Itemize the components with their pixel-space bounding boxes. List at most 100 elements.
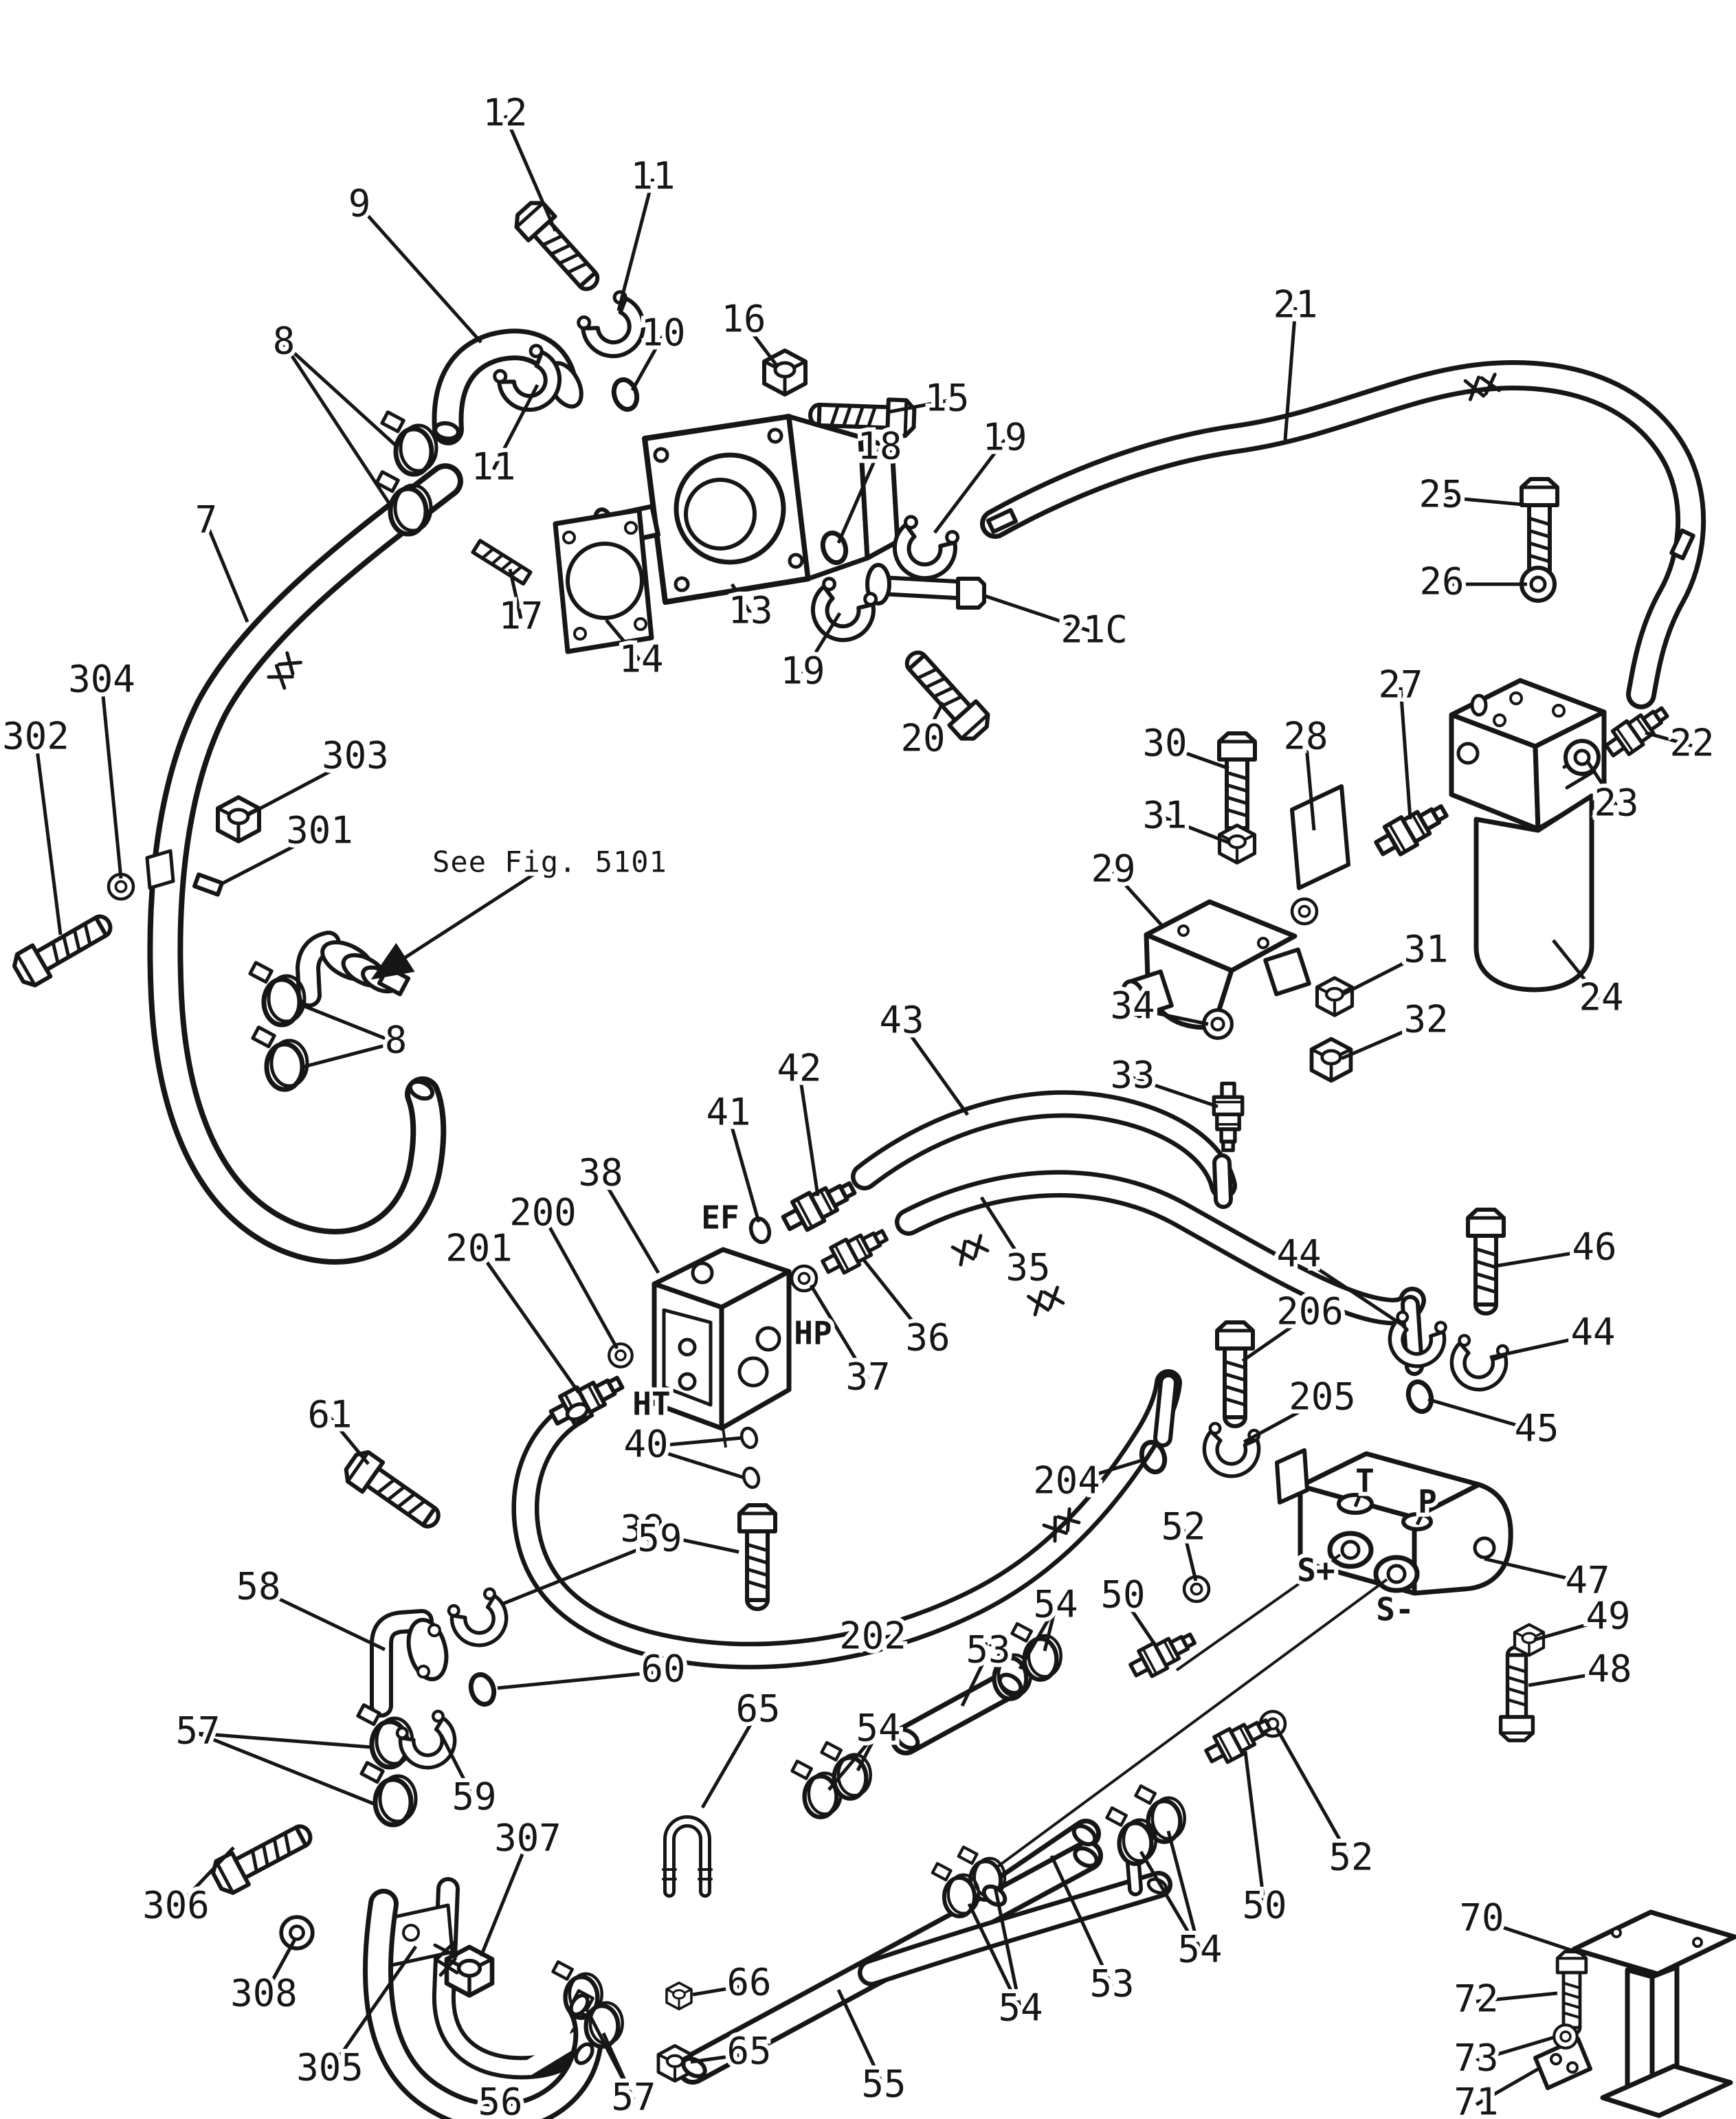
leader-line xyxy=(862,1258,929,1342)
part-label: 56 xyxy=(478,2081,522,2119)
leader-line xyxy=(967,1902,1023,2012)
part-clamp xyxy=(361,1763,416,1825)
callout-13: 13 xyxy=(724,583,777,636)
callout-53: 53 xyxy=(1049,1854,1139,2010)
part-label: 304 xyxy=(68,658,135,701)
part-label: 23 xyxy=(1594,781,1638,825)
part-label: 30 xyxy=(1142,722,1187,765)
callout-59: 59 xyxy=(501,1513,687,1606)
leader-line xyxy=(503,115,557,232)
part-oring xyxy=(748,1216,772,1244)
leader-line xyxy=(1475,2065,1542,2107)
callout-30: 30 xyxy=(1138,718,1229,770)
leader-line xyxy=(1399,687,1412,820)
callout-304: 304 xyxy=(64,654,140,879)
port-label: HP xyxy=(794,1315,832,1352)
part-fitting xyxy=(1126,1626,1199,1683)
callout-29: 29 xyxy=(1087,843,1164,928)
part-ubolt xyxy=(663,1821,711,1891)
part-hatch xyxy=(953,1234,988,1265)
callout-21: 21 xyxy=(1269,279,1322,441)
leader-line xyxy=(960,1651,990,1707)
callout-65: 65 xyxy=(690,2026,776,2077)
leader-line xyxy=(483,2094,502,2107)
part-label: 21 xyxy=(1273,283,1317,326)
leader-line xyxy=(282,342,399,448)
part-label: 7 xyxy=(195,498,218,542)
part-label: 37 xyxy=(845,1355,890,1399)
plate-28 xyxy=(1290,784,1350,890)
part-label: 36 xyxy=(905,1316,950,1360)
callout-48: 48 xyxy=(1528,1643,1636,1695)
callout-s-: S- xyxy=(1372,1587,1418,1632)
leader-line xyxy=(700,1710,760,1809)
leader-line xyxy=(900,1021,970,1116)
delivery-hose-21 xyxy=(980,359,1706,709)
part-label: 50 xyxy=(1242,1884,1287,1927)
leader-line xyxy=(933,439,1006,534)
callout-52: 52 xyxy=(1157,1501,1210,1582)
callout-28: 28 xyxy=(1279,711,1333,831)
part-label: 54 xyxy=(1177,1928,1222,1971)
part-label: 302 xyxy=(2,715,69,758)
part-washer xyxy=(1554,2025,1577,2048)
leader-line xyxy=(1066,1458,1144,1485)
part-label: 17 xyxy=(498,595,543,638)
part-label: 58 xyxy=(236,1565,280,1608)
part-label: 47 xyxy=(1565,1559,1610,1602)
part-label: 59 xyxy=(637,1517,682,1560)
part-flange xyxy=(1200,1422,1262,1480)
leader-line xyxy=(303,1041,397,1069)
part-label: 45 xyxy=(1514,1407,1559,1450)
callout-201: 201 xyxy=(441,1223,581,1394)
part-clamp xyxy=(382,412,436,474)
part-label: 44 xyxy=(1276,1232,1321,1276)
leader-line xyxy=(1427,1397,1537,1433)
port-label: EF xyxy=(701,1199,739,1236)
port-label: S+ xyxy=(1297,1552,1335,1589)
leader-line xyxy=(836,1988,886,2088)
callout-56: 56 xyxy=(474,2076,526,2119)
callout-12: 12 xyxy=(478,87,557,232)
part-label: 201 xyxy=(445,1227,513,1270)
callout-302: 302 xyxy=(0,711,74,935)
part-oring xyxy=(467,1672,498,1707)
part-fitting xyxy=(547,1368,627,1431)
hose-53-upper xyxy=(891,1667,1027,1755)
part-label: 18 xyxy=(857,425,902,468)
callout-59: 59 xyxy=(439,1733,501,1823)
leader-line xyxy=(204,522,249,623)
leader-line xyxy=(358,205,482,344)
leader-line xyxy=(1342,950,1427,996)
callout-8: 8 xyxy=(300,1003,411,1069)
port-label: T xyxy=(1355,1463,1375,1500)
part-label: 16 xyxy=(721,298,766,341)
callout-26: 26 xyxy=(1415,556,1527,608)
part-label: 60 xyxy=(641,1648,685,1691)
callout-43: 43 xyxy=(875,995,970,1116)
part-label: 32 xyxy=(1403,998,1448,1041)
part-label: 12 xyxy=(482,91,527,135)
leader-line xyxy=(993,1887,1023,2011)
leader-line xyxy=(477,1250,581,1394)
part-label: 25 xyxy=(1418,473,1463,516)
callout-66: 66 xyxy=(692,1957,776,2008)
leader-line xyxy=(692,1983,750,1997)
callout-34: 34 xyxy=(1106,980,1209,1032)
part-bolt xyxy=(10,907,118,990)
callout-44: 44 xyxy=(1489,1307,1620,1360)
elbow-hose-9 xyxy=(432,329,583,445)
part-nut xyxy=(1317,978,1353,1015)
leader-line xyxy=(982,593,1095,634)
pump-outlet-elbow-21c xyxy=(865,563,986,610)
leader-line xyxy=(742,320,779,368)
callout-206: 206 xyxy=(1241,1286,1348,1363)
part-nut xyxy=(1220,825,1255,863)
leader-line xyxy=(220,831,321,886)
part-fitting xyxy=(1372,797,1452,862)
leader-line xyxy=(300,1003,397,1045)
part-washer xyxy=(609,1344,632,1367)
part-stud xyxy=(473,541,531,584)
leader-line xyxy=(886,399,948,414)
